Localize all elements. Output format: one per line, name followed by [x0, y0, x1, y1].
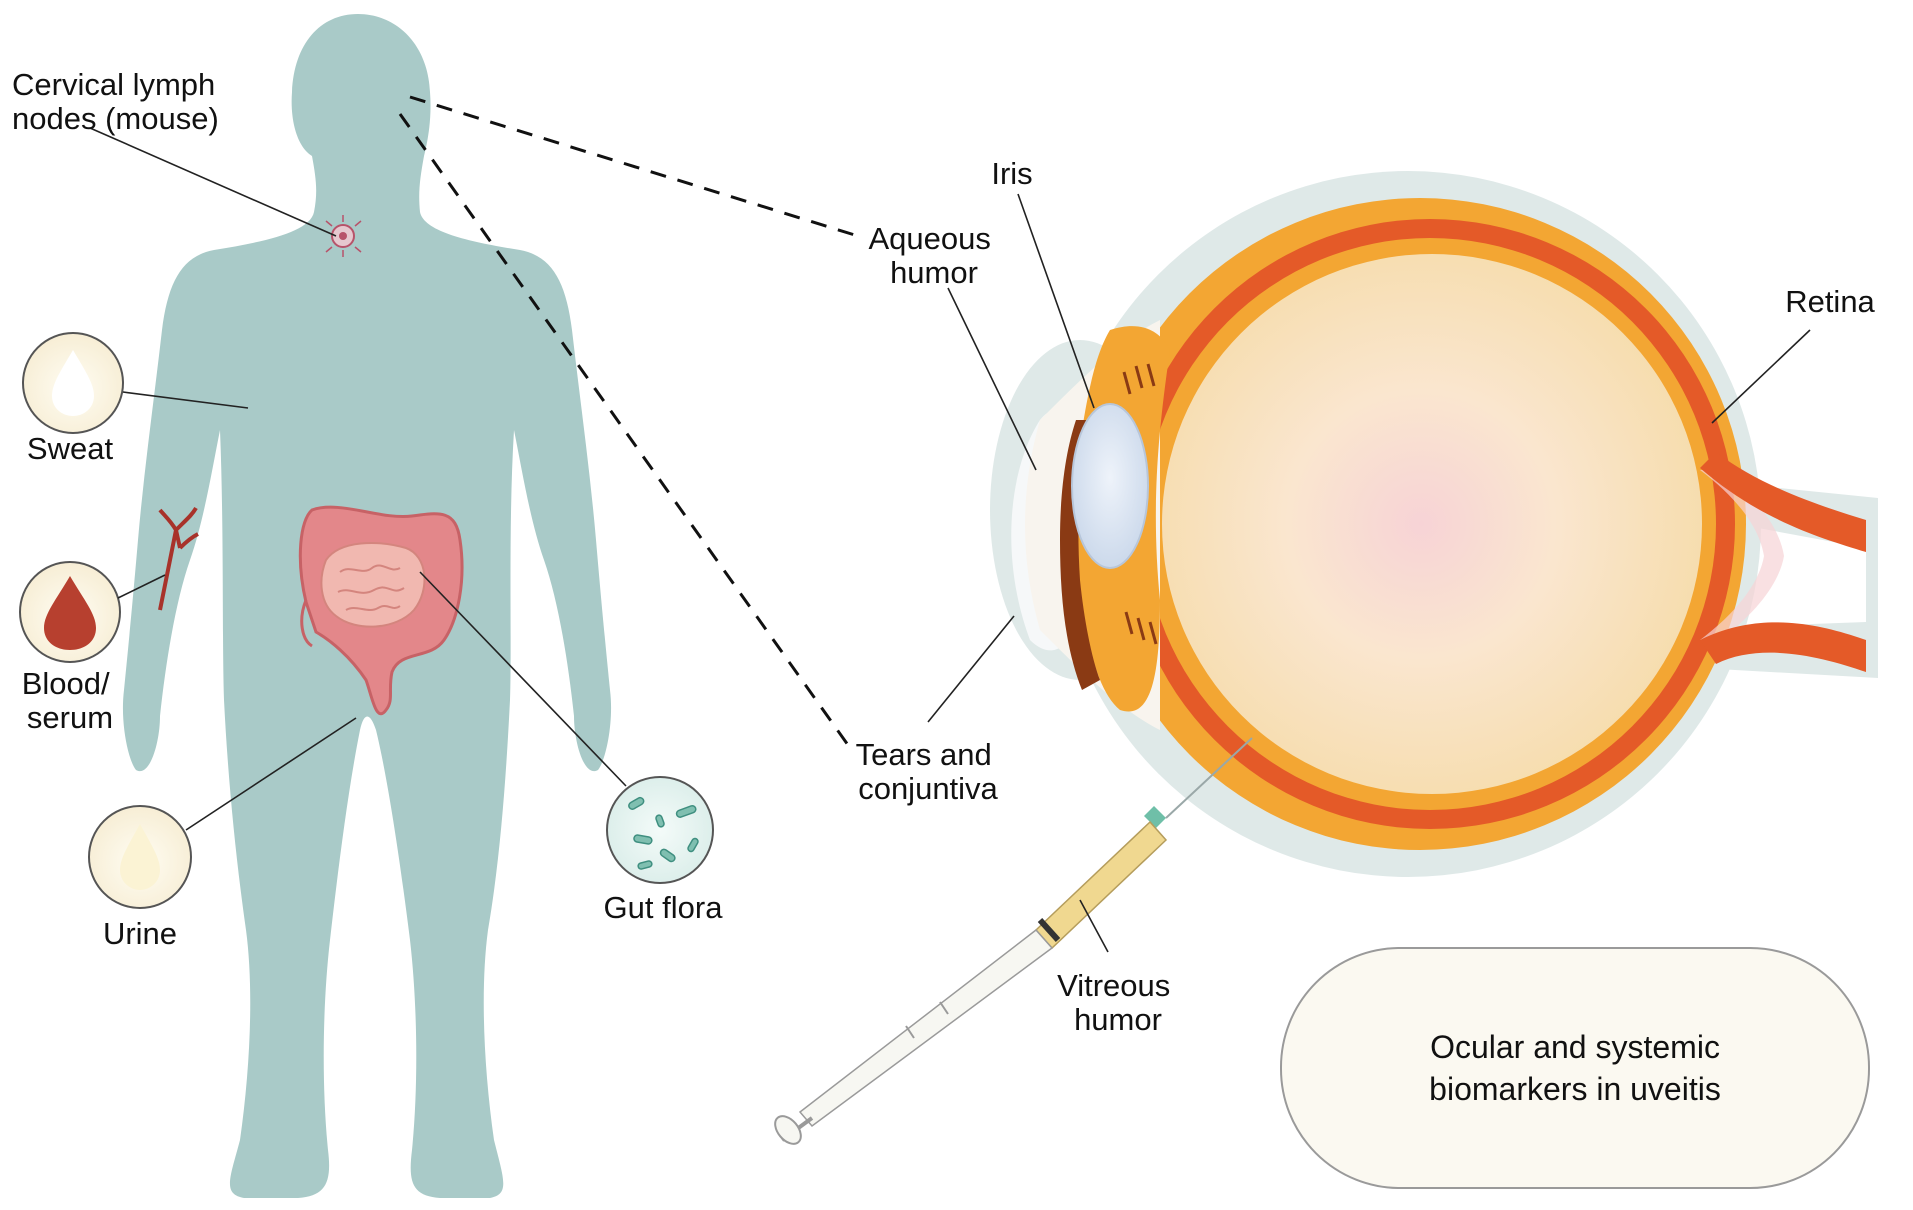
syringe-icon: [774, 737, 1253, 1145]
blood-vessel-icon: [158, 506, 199, 611]
intestines-icon: [298, 505, 464, 715]
dashed-connector-lower: [398, 113, 850, 746]
gut-flora-icon: [606, 776, 714, 884]
blood-sample-icon: [19, 561, 121, 663]
summary-box: Ocular and systemic biomarkers in uveiti…: [1280, 947, 1870, 1189]
label-cervical-lymph-nodes: Cervical lymph nodes (mouse): [12, 67, 224, 136]
lymph-node-icon: [325, 215, 362, 257]
label-blood-serum: Blood/ serum: [22, 666, 119, 735]
label-sweat: Sweat: [27, 431, 114, 466]
summary-text: Ocular and systemic biomarkers in uveiti…: [1429, 1029, 1721, 1107]
label-retina: Retina: [1785, 284, 1875, 319]
urine-sample-icon: [88, 805, 192, 909]
label-vitreous-humor: Vitreous humor: [1057, 968, 1179, 1037]
sweat-sample-icon: [22, 332, 124, 434]
dashed-connector-upper: [409, 95, 859, 238]
label-aqueous-humor: Aqueous humor: [868, 221, 999, 290]
leader-lines: [89, 127, 1811, 953]
label-iris: Iris: [991, 156, 1032, 191]
eye-cross-section: [990, 171, 1878, 877]
label-tears-conjuntiva: Tears and conjuntiva: [856, 737, 1001, 806]
label-urine: Urine: [103, 916, 177, 951]
label-gut-flora: Gut flora: [604, 890, 724, 925]
